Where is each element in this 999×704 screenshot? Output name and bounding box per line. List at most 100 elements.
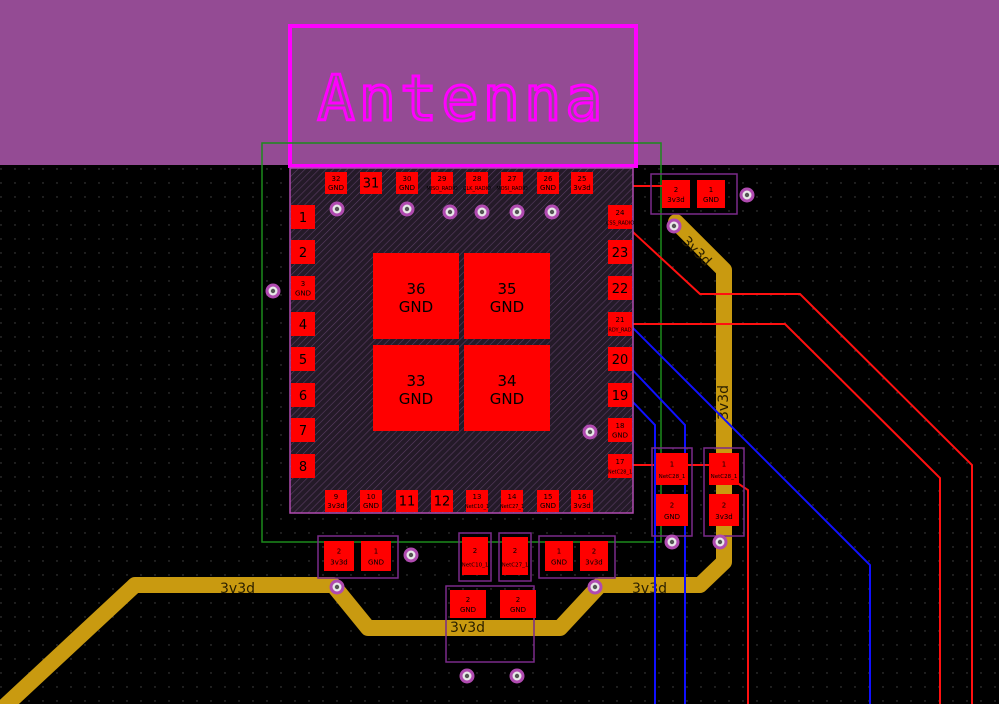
- ic-pad-15-num: 15: [544, 493, 553, 501]
- module-courtyard-outline: [261, 142, 662, 543]
- trace-rdy-radio: [621, 323, 941, 704]
- ic-pad-30-num: 30: [403, 175, 412, 183]
- ic-pad-31-num: 31: [363, 176, 380, 191]
- via-7-hole: [270, 288, 276, 294]
- via-10-hole: [671, 223, 677, 229]
- capacitor-1-pad-b: [697, 180, 725, 208]
- ic-pad-21-copper: [608, 312, 632, 336]
- vias-group: [265, 187, 755, 684]
- ic-pad-20-num: 20: [612, 353, 629, 368]
- ic-pad-27-num: 27: [508, 175, 517, 183]
- via-2-hole: [404, 206, 410, 212]
- ic-pad-9-num: 9: [334, 493, 338, 501]
- capacitor-8-pad-b-num: 2: [516, 596, 520, 604]
- ic-pad-4: 4: [291, 312, 315, 336]
- ic-pad-7-num: 7: [299, 424, 307, 439]
- ic-pad-24-copper: [608, 205, 632, 229]
- ic-pad-19-copper: [608, 383, 632, 407]
- ic-pad-26-num: 26: [544, 175, 553, 183]
- ic-pad-8-num: 8: [299, 460, 307, 475]
- ic-pad-4-num: 4: [299, 318, 307, 333]
- capacitor-4-outline: [317, 535, 399, 579]
- ic-pad-14-copper: [501, 490, 523, 512]
- ic-pad-11: 11: [396, 490, 418, 512]
- capacitor-7-pad-a-net: GND: [551, 558, 567, 566]
- capacitors-group: 23v3d1GND1NetC28_12GND1NetC28_123v3d23v3…: [317, 173, 745, 663]
- ic-pad-6-copper: [291, 383, 315, 407]
- ic-pad-8-copper: [291, 454, 315, 478]
- capacitor-3-pad-a: [709, 453, 739, 485]
- ic-center-pad-35-copper: [464, 253, 550, 339]
- ic-pad-18-num: 18: [616, 422, 625, 430]
- ic-pad-8: 8: [291, 454, 315, 478]
- ic-pad-29-num: 29: [438, 175, 447, 183]
- ic-pad-3-copper: [291, 276, 315, 300]
- ic-pad-29-net: MISO_RADIO: [426, 186, 457, 192]
- capacitor-2-pad-b: [656, 494, 688, 526]
- capacitor-7-pad-a-num: 1: [557, 548, 561, 556]
- capacitor-2-pad-b-net: GND: [664, 513, 680, 521]
- capacitor-6-pad-a-num: 2: [513, 547, 517, 555]
- ic-pad-17-num: 17: [616, 458, 625, 466]
- ic-pad-28-copper: [466, 172, 488, 194]
- ic-pad-20: 20: [608, 347, 632, 371]
- ic-pad-16-copper: [571, 490, 593, 512]
- ic-pad-1-num: 1: [299, 211, 307, 226]
- capacitor-3-pad-b: [709, 494, 739, 526]
- capacitor-7-pad-b: [580, 541, 608, 571]
- ic-pad-25-num: 25: [578, 175, 587, 183]
- ic-pad-2-copper: [291, 240, 315, 264]
- ic-pad-12-num: 12: [434, 494, 451, 509]
- net-label-3v3d-vertical: 3v3d: [716, 385, 732, 420]
- ic-pad-4-copper: [291, 312, 315, 336]
- ic-pad-28-net: CLK_RADIO: [463, 186, 491, 192]
- capacitor-7-pad-b-num: 2: [592, 548, 596, 556]
- capacitor-5-pad-a-net: NetC10_1: [462, 563, 489, 569]
- ic-pad-29-copper: [431, 172, 453, 194]
- ic-pad-32-copper: [325, 172, 347, 194]
- ic-pad-13-copper: [466, 490, 488, 512]
- ic-center-pad-33-net: GND: [399, 390, 433, 408]
- capacitor-1-pad-a-num: 2: [674, 186, 678, 194]
- ic-center-pad-35-net: GND: [490, 298, 524, 316]
- capacitor-4-pad-b-net: GND: [368, 558, 384, 566]
- capacitor-8-pad-a: [450, 590, 486, 618]
- ic-pad-9-net: 3v3d: [327, 502, 345, 510]
- ic-pad-27-net: MOSI_RADIO: [496, 186, 527, 192]
- capacitor-8-pad-b-net: GND: [510, 606, 526, 614]
- ic-center-pad-36-num: 36: [406, 280, 425, 298]
- capacitor-6-outline: [498, 532, 532, 582]
- capacitor-2-pad-a-num: 1: [670, 460, 674, 468]
- capacitor-4-pad-a: [324, 541, 354, 571]
- via-8-hole: [587, 429, 593, 435]
- ic-pad-25-copper: [571, 172, 593, 194]
- capacitor-3-pad-a-num: 1: [722, 460, 726, 468]
- ic-pad-1: 1: [291, 205, 315, 229]
- ic-pad-22-copper: [608, 276, 632, 300]
- ic-pad-15-copper: [537, 490, 559, 512]
- ic-pad-5: 5: [291, 347, 315, 371]
- ic-pad-6: 6: [291, 383, 315, 407]
- ic-pad-17-copper: [608, 454, 632, 478]
- ic-pad-24-net: CSS_RADIO: [606, 221, 634, 227]
- capacitor-4-pad-a-net: 3v3d: [330, 558, 348, 566]
- capacitor-8-outline: [445, 585, 535, 663]
- ic-pad-28-num: 28: [473, 175, 482, 183]
- ic-pad-22: 22: [608, 276, 632, 300]
- ic-pad-19-num: 19: [612, 389, 629, 404]
- ic-pad-2: 2: [291, 240, 315, 264]
- ic-pad-9-copper: [325, 490, 347, 512]
- ic-pad-21-net: RDY_RAD: [608, 328, 631, 334]
